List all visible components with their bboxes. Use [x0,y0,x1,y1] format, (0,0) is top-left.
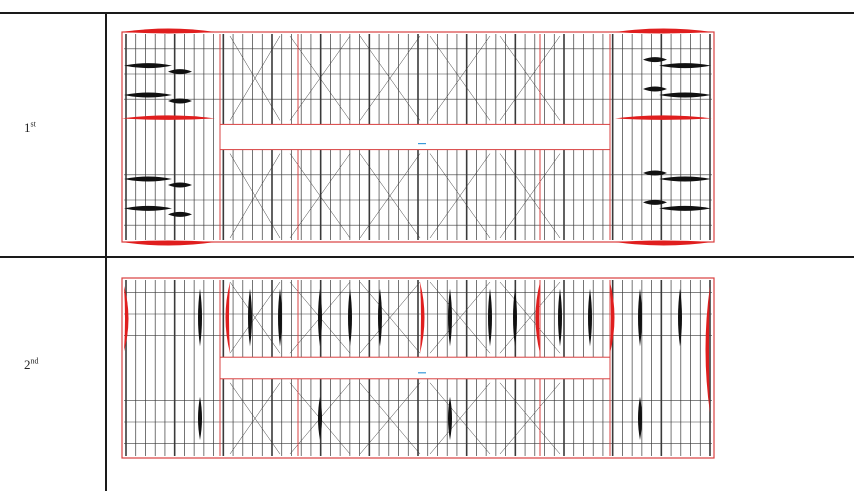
deformation-mark [124,176,172,182]
deformation-mark [124,92,172,98]
stress-bulge [225,282,230,354]
deformation-mark [659,176,711,182]
deformation-mark [678,288,682,347]
deformation-mark [588,288,592,347]
stress-bulge [124,286,129,352]
deformation-mark [248,288,252,347]
stress-bulge [122,115,215,120]
deformation-mark [643,199,667,205]
deformation-mark [643,170,667,176]
corridor [219,123,611,151]
deformation-mark [198,288,202,347]
floor-plan-first [121,28,715,246]
stress-bulge [615,28,712,34]
deformation-mark [659,92,711,98]
bracing-line [289,153,351,239]
deformation-mark [318,288,322,347]
floor-plan-second [121,277,715,459]
bracing-line [499,382,561,455]
bracing-line [359,382,421,455]
deformation-mark [643,57,667,63]
table-column-divider [105,12,107,491]
deformation-mark [638,288,642,347]
deformation-mark [124,205,172,211]
row-label-suffix: st [30,119,36,129]
deformation-mark [488,288,492,347]
deformation-mark [448,396,452,440]
deformation-mark [643,86,667,92]
bracing-line [229,281,281,354]
bracing-line [429,153,491,239]
bracing-line [229,382,281,455]
bracing-line [229,153,281,239]
row-label-suffix: nd [30,356,39,366]
deformation-mark [448,288,452,347]
bracing-line [289,35,351,121]
row-label-second: 2nd [24,357,39,373]
deformation-mark [278,288,282,347]
bracing-line [499,153,561,239]
deformation-mark [348,288,352,347]
corridor [219,356,611,380]
stress-bulge [705,286,710,413]
stress-bulge [122,28,215,34]
deformation-mark [168,182,192,188]
bracing-line [499,35,561,121]
bracing-line [499,281,561,354]
building-outline [121,31,715,243]
row-label-first: 1st [24,120,36,136]
bracing-line [429,382,491,455]
bracing-line [429,281,491,354]
deformation-mark [198,396,202,440]
deformation-mark [168,211,192,217]
deformation-mark [659,205,711,211]
deformation-mark [168,98,192,104]
deformation-mark [124,63,172,69]
deformation-mark [659,63,711,69]
row-label-number: 1 [24,120,31,135]
row-label-number: 2 [24,357,31,372]
bracing-line [359,35,421,121]
stress-bulge [610,282,615,354]
deformation-mark [168,69,192,75]
deformation-mark [558,288,562,347]
deformation-mark [378,288,382,347]
building-outline [121,277,715,459]
table-top-border [0,12,854,14]
stress-bulge [535,282,540,354]
deformation-mark [513,288,517,347]
stress-bulge [420,282,425,354]
bracing-line [359,281,421,354]
deformation-mark [638,396,642,440]
stress-bulge [615,240,712,246]
stress-bulge [615,115,712,120]
bracing-line [359,153,421,239]
stress-bulge [122,240,215,246]
deformation-mark [318,396,322,440]
bracing-line [429,35,491,121]
bracing-line [229,35,281,121]
table-row-divider [0,256,854,258]
